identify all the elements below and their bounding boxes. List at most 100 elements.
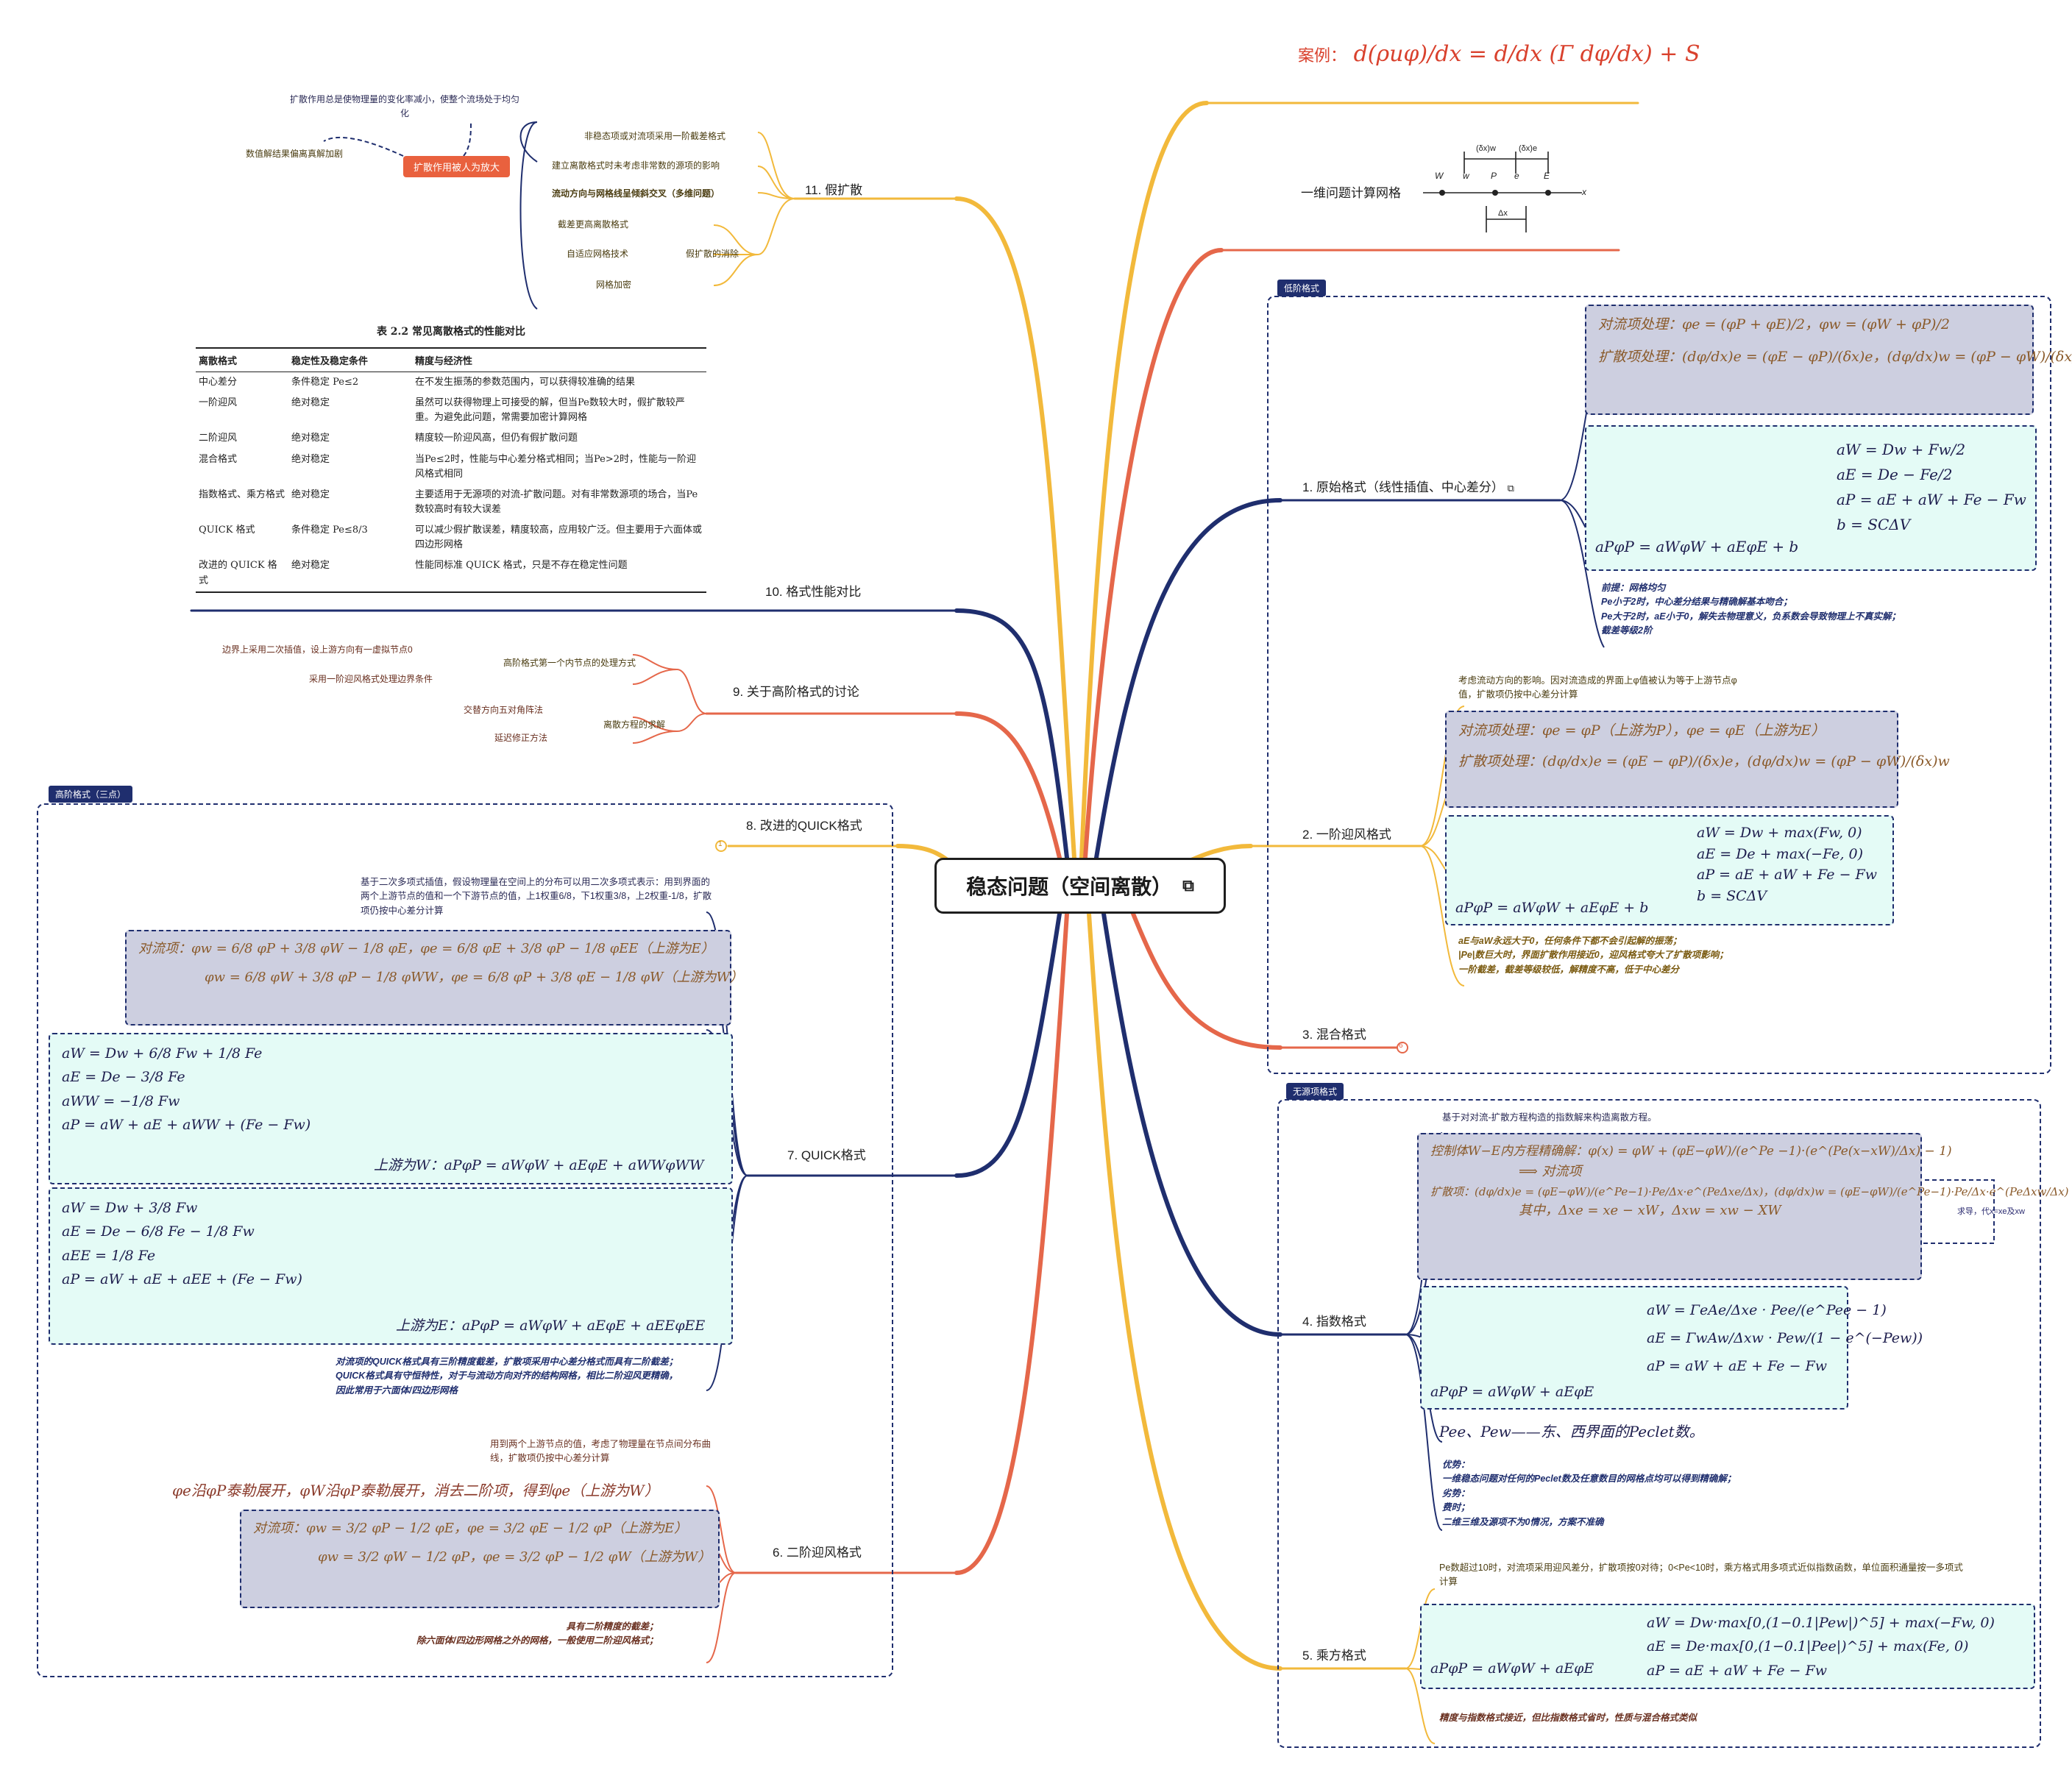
b2-coef-ap: aP = aE + aW + Fe − Fw xyxy=(1697,867,1877,883)
b7-east-ae: aE = De − 6/8 Fe − 1/8 Fw xyxy=(62,1223,255,1240)
table-row: 二阶迎风绝对稳定精度较一阶迎风高，但仍有假扩散问题 xyxy=(199,433,578,444)
b5-coef-aw: aW = Dw·max[0,(1−0.1|Pew|)^5] + max(−Fw,… xyxy=(1647,1615,1995,1631)
node-w: w xyxy=(1463,171,1469,181)
b11-item-1[interactable]: 非稳态项或对流项采用一阶截差格式 xyxy=(584,131,726,141)
b5-coef-ae: aE = De·max[0,(1−0.1|Pee|)^5] + max(Fe, … xyxy=(1647,1638,1969,1655)
b7-west-aw: aW = Dw + 6/8 Fw + 1/8 Fe xyxy=(62,1045,263,1062)
low-order-label: 低阶格式 xyxy=(1277,280,1327,296)
b7-east-aw: aW = Dw + 3/8 Fw xyxy=(62,1200,198,1216)
central-topic[interactable]: 稳态问题（空间离散） ⧉ xyxy=(934,858,1226,914)
branch-6[interactable]: 6. 二阶迎风格式 xyxy=(773,1546,862,1560)
b1-coef-box: aW = Dw + Fw/2 aE = De − Fe/2 aP = aE + … xyxy=(1585,425,2037,571)
b7-west-ap: aP = aW + aE + aWW + (Fe − Fw) xyxy=(62,1116,311,1133)
b1-diff: 扩散项处理：(dφ/dx)e = (φE − φP)/(δx)e，(dφ/dx)… xyxy=(1598,349,2072,366)
branch-4[interactable]: 4. 指数格式 xyxy=(1302,1315,1366,1329)
b6-intro: 用到两个上游节点的值，考虑了物理量在节点间分布曲线，扩散项仍按中心差分计算 xyxy=(490,1439,712,1464)
table-header: 离散格式 xyxy=(196,347,288,372)
node-P: P xyxy=(1491,171,1497,181)
axis-x: x xyxy=(1582,187,1586,197)
branch-8[interactable]: 8. 改进的QUICK格式 xyxy=(746,819,862,833)
b4-coef-ae: aE = ΓwAw/Δxw · Pew/(1 − e^(−Pew)) xyxy=(1647,1330,1923,1346)
case-prefix: 案例： xyxy=(1298,47,1347,65)
table-row: 一阶迎风绝对稳定虽然可以获得物理上可接受的解，但当Pe数较大时，假扩散较严重。为… xyxy=(199,397,685,424)
table-row: 改进的 QUICK 格式绝对稳定性能同标准 QUICK 格式，只是不存在稳定性问… xyxy=(196,555,706,593)
b9-sub-2-item-1[interactable]: 交替方向五对角阵法 xyxy=(464,705,544,715)
b11-group-item-1[interactable]: 截差更高离散格式 xyxy=(558,219,629,230)
dim-dx: Δx xyxy=(1498,209,1508,218)
b11-group[interactable]: 假扩散的消除 xyxy=(686,249,739,259)
branch-1[interactable]: 1. 原始格式（线性插值、中心差分） ⧉ xyxy=(1302,480,1514,494)
b9-sub-1-item-2[interactable]: 采用一阶迎风格式处理边界条件 xyxy=(309,674,433,684)
b4-scheme-box: 控制体W−E内方程精确解：φ(x) = φW + (φE−φW)/(e^Pe −… xyxy=(1417,1133,2069,1280)
b2-diff: 扩散项处理：(dφ/dx)e = (φE − φP)/(δx)e，(dφ/dx)… xyxy=(1458,753,1950,770)
b7-east-ap: aP = aW + aE + aEE + (Fe − Fw) xyxy=(62,1270,302,1287)
branch-10[interactable]: 10. 格式性能对比 xyxy=(765,585,862,599)
b9-sub-2-item-2[interactable]: 延迟修正方法 xyxy=(494,733,548,743)
b6-conv-1: 对流项：φw = 3/2 φP − 1/2 φE，φe = 3/2 φE − 1… xyxy=(253,1521,688,1536)
b1-coef-ae: aE = De − Fe/2 xyxy=(1837,466,1953,483)
branch-2[interactable]: 2. 一阶迎风格式 xyxy=(1302,828,1391,842)
b4-side-note: 求导，代x=xe及xw xyxy=(1957,1207,2025,1216)
node-W: W xyxy=(1435,171,1444,181)
link-icon[interactable]: ⧉ xyxy=(1182,876,1194,895)
b11-group-item-3[interactable]: 网格加密 xyxy=(596,280,632,290)
b6-scheme-box: 对流项：φw = 3/2 φP − 1/2 φE，φe = 3/2 φE − 1… xyxy=(240,1510,720,1608)
b11-item-3[interactable]: 流动方向与网格线呈倾斜交叉（多维问题） xyxy=(552,188,720,199)
case-equation: 案例： d(ρuφ)/dx = d/dx (Γ dφ/dx) + S xyxy=(1298,41,1700,67)
b2-coef-b: b = SCΔV xyxy=(1697,887,1767,904)
b2-coef-box: aW = Dw + max(Fw, 0) aE = De + max(−Fe, … xyxy=(1445,815,1894,925)
high-order-box xyxy=(37,803,893,1677)
table-row: 指数格式、乘方格式绝对稳定主要适用于无源项的对流-扩散问题。对有非常数源项的场合… xyxy=(199,488,698,515)
b9-sub-2[interactable]: 离散方程的求解 xyxy=(603,719,666,730)
b11-group-item-2[interactable]: 自适应网格技术 xyxy=(567,249,629,259)
b5-coef-ap: aP = aE + aW + Fe − Fw xyxy=(1647,1662,1827,1679)
b7-intro: 基于二次多项式插值，假设物理量在空间上的分布可以用二次多项式表示：用到界面的两个… xyxy=(361,877,712,916)
b2-coef-ae: aE = De + max(−Fe, 0) xyxy=(1697,845,1864,862)
b2-intro: 考虑流动方向的影响。因对流造成的界面上φ值被认为等于上游节点φ值，扩散项仍按中心… xyxy=(1458,675,1737,700)
high-order-label: 高阶格式（三点） xyxy=(49,786,133,803)
branch-7[interactable]: 7. QUICK格式 xyxy=(787,1148,866,1162)
b7-west-eq: 上游为W：aPφP = aWφW + aEφE + aWWφWW xyxy=(374,1157,704,1173)
b9-sub-1-item-1[interactable]: 边界上采用二次插值，设上游方向有一虚拟节点0 xyxy=(222,644,413,655)
b4-arrow: ⟹ 对流项 xyxy=(1519,1164,1582,1180)
branch-5[interactable]: 5. 乘方格式 xyxy=(1302,1649,1366,1663)
b7-west-box: aW = Dw + 6/8 Fw + 1/8 Fe aE = De − 3/8 … xyxy=(49,1033,733,1184)
branch-3-count: 6 xyxy=(1399,1042,1403,1050)
b4-equation: aPφP = aWφW + aEφE xyxy=(1430,1384,1594,1400)
b4-coef-box: aW = ΓeAe/Δxe · Pee/(e^Pee − 1) aE = ΓwA… xyxy=(1420,1286,1923,1410)
branch-3[interactable]: 3. 混合格式 xyxy=(1302,1028,1366,1042)
no-source-label: 无源项格式 xyxy=(1286,1083,1344,1100)
b11-pill[interactable]: 扩散作用被人为放大 xyxy=(403,156,511,177)
b1-scheme-box: 对流项处理：φe = (φP + φE)/2，φw = (φW + φP)/2 … xyxy=(1585,305,2072,415)
b7-east-aee: aEE = 1/8 Fe xyxy=(62,1247,156,1264)
b1-coef-aw: aW = Dw + Fw/2 xyxy=(1837,441,1966,458)
b7-conv-1: 对流项：φw = 6/8 φP + 3/8 φW − 1/8 φE，φe = 6… xyxy=(138,941,714,956)
b1-equation: aPφP = aWφW + aEφE + b xyxy=(1595,538,1799,555)
no-source-box xyxy=(1277,1099,2041,1748)
b7-west-aww: aWW = −1/8 Fw xyxy=(62,1092,180,1109)
branch-11[interactable]: 11. 假扩散 xyxy=(805,183,863,197)
b11-pill-top: 扩散作用总是使物理量的变化率减小，使整个流场处于均匀化 xyxy=(289,94,519,118)
b7-west-ae: aE = De − 3/8 Fe xyxy=(62,1069,185,1086)
node-e: e xyxy=(1514,171,1519,181)
b11-item-2[interactable]: 建立离散格式时未考虑非常数的源项的影响 xyxy=(552,160,720,171)
b4-intro: 基于对对流-扩散方程构造的指数解来构造离散方程。 xyxy=(1442,1112,1657,1123)
b11-pill-left: 数值解结果偏离真解加剧 xyxy=(246,149,344,159)
central-topic-title: 稳态问题（空间离散） xyxy=(966,875,1173,898)
b6-note: 具有二阶精度的截差；除六面体/四边形网格之外的网格，一般使用二阶迎风格式； xyxy=(416,1621,659,1646)
b9-sub-1[interactable]: 高阶格式第一个内节点的处理方式 xyxy=(503,658,636,668)
dim-dxe: (δx)e xyxy=(1519,144,1538,153)
branch-9[interactable]: 9. 关于高阶格式的讨论 xyxy=(733,685,859,699)
case-formula: d(ρuφ)/dx = d/dx (Γ dφ/dx) + S xyxy=(1353,41,1700,67)
low-order-box xyxy=(1267,296,2051,1074)
b4-diff: 扩散项：(dφ/dx)e = (φE−φW)/(e^Pe−1)·Pe/Δx·e^… xyxy=(1430,1184,2069,1198)
b2-note: aE与aW永远大于0，任何条件下都不会引起解的振荡；|Pe|数巨大时，界面扩散作… xyxy=(1458,936,1728,975)
b2-scheme-box: 对流项处理：φe = φP（上游为P），φe = φE（上游为E） 扩散项处理：… xyxy=(1445,711,1950,808)
b4-exact: 控制体W−E内方程精确解：φ(x) = φW + (φE−φW)/(e^Pe −… xyxy=(1430,1144,1952,1159)
link-icon[interactable]: ⧉ xyxy=(1507,483,1514,494)
b5-equation: aPφP = aWφW + aEφE xyxy=(1430,1660,1594,1677)
b4-peclet: Pee、Pew——东、西界面的Peclet数。 xyxy=(1439,1423,1704,1440)
